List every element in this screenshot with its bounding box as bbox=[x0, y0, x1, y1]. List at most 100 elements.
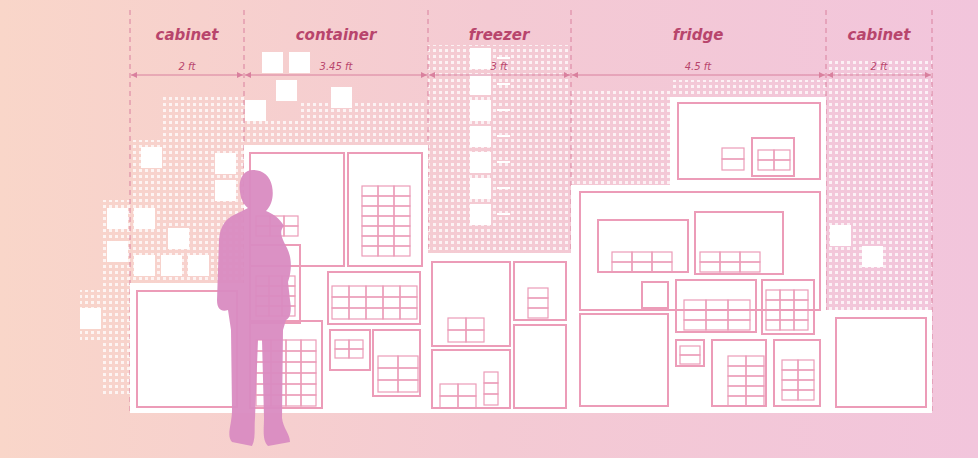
crate bbox=[286, 373, 301, 384]
dimension-arrowhead bbox=[237, 72, 243, 78]
column-heading: container bbox=[296, 28, 377, 43]
crate bbox=[378, 356, 398, 368]
person-silhouette bbox=[217, 170, 291, 446]
crate bbox=[383, 297, 400, 308]
crate bbox=[758, 160, 774, 170]
dimension-arrowhead bbox=[131, 72, 137, 78]
crate bbox=[706, 310, 728, 320]
crate bbox=[766, 290, 780, 300]
crate bbox=[740, 252, 760, 262]
crate bbox=[794, 310, 808, 320]
storage-compartment bbox=[514, 262, 566, 320]
crate bbox=[332, 308, 349, 319]
dot-texture bbox=[826, 60, 932, 310]
crate bbox=[728, 356, 746, 366]
crate bbox=[722, 148, 744, 159]
dimension-arrowhead bbox=[245, 72, 251, 78]
crate bbox=[378, 380, 398, 392]
crate bbox=[286, 362, 301, 373]
crate bbox=[728, 396, 746, 406]
crate bbox=[301, 395, 316, 406]
crate bbox=[349, 297, 366, 308]
freezer-dash bbox=[497, 57, 510, 59]
floating-square bbox=[470, 100, 491, 121]
crate bbox=[398, 356, 418, 368]
storage-compartment bbox=[330, 330, 370, 370]
crate bbox=[335, 349, 349, 358]
crate bbox=[378, 216, 394, 226]
crate bbox=[782, 380, 798, 390]
storage-compartment bbox=[328, 272, 420, 324]
crate bbox=[332, 297, 349, 308]
crate bbox=[378, 236, 394, 246]
crate bbox=[400, 308, 417, 319]
crate bbox=[780, 320, 794, 330]
floating-square bbox=[134, 208, 155, 229]
dimension-arrowhead bbox=[131, 72, 931, 78]
crate bbox=[728, 386, 746, 396]
floating-square bbox=[215, 153, 236, 174]
crate bbox=[349, 340, 363, 349]
crate bbox=[728, 366, 746, 376]
storage-unit-body bbox=[826, 310, 932, 413]
dimension-label: 3.45 ft bbox=[320, 62, 353, 72]
crate bbox=[448, 318, 466, 330]
crate bbox=[798, 390, 814, 400]
crate bbox=[706, 300, 728, 310]
crate bbox=[766, 320, 780, 330]
crate bbox=[440, 396, 458, 408]
crate bbox=[728, 300, 750, 310]
freezer-dash bbox=[497, 213, 510, 215]
crate bbox=[780, 300, 794, 310]
crate bbox=[684, 310, 706, 320]
crate bbox=[349, 308, 366, 319]
dimension-arrowhead bbox=[572, 72, 578, 78]
freezer-dash bbox=[497, 135, 510, 137]
crate bbox=[528, 308, 548, 318]
crate bbox=[400, 297, 417, 308]
crate bbox=[528, 298, 548, 308]
storage-compartment bbox=[762, 280, 814, 334]
crate bbox=[680, 346, 700, 355]
storage-compartment bbox=[580, 314, 668, 406]
dot-texture bbox=[670, 80, 826, 97]
storage-compartment bbox=[676, 340, 704, 366]
crate bbox=[362, 236, 378, 246]
crate bbox=[780, 290, 794, 300]
storage-compartment bbox=[580, 192, 820, 310]
crate bbox=[484, 394, 498, 405]
crate bbox=[794, 320, 808, 330]
freezer-dash bbox=[497, 58, 510, 214]
floating-square bbox=[262, 52, 283, 73]
column-heading: cabinet bbox=[156, 28, 219, 43]
column-heading: fridge bbox=[673, 28, 724, 43]
crate bbox=[746, 356, 764, 366]
freezer-dash bbox=[497, 161, 510, 163]
crate bbox=[284, 226, 298, 236]
dimension-line bbox=[131, 75, 243, 76]
crate bbox=[466, 330, 484, 342]
dimension-arrowhead bbox=[827, 72, 833, 78]
floating-square bbox=[80, 308, 101, 329]
crate bbox=[466, 318, 484, 330]
storage-compartment bbox=[712, 340, 766, 406]
crate bbox=[794, 290, 808, 300]
crate bbox=[362, 206, 378, 216]
dot-texture bbox=[428, 45, 571, 253]
floating-square bbox=[470, 48, 491, 69]
crate bbox=[398, 368, 418, 380]
crate bbox=[746, 376, 764, 386]
floating-square bbox=[830, 225, 851, 246]
storage-compartment bbox=[678, 103, 820, 179]
crate bbox=[700, 262, 720, 272]
dimension-arrowhead bbox=[819, 72, 825, 78]
storage-compartment bbox=[432, 262, 510, 346]
crate bbox=[782, 370, 798, 380]
crate bbox=[394, 226, 410, 236]
crate bbox=[362, 246, 378, 256]
dot-texture bbox=[80, 290, 100, 340]
crate bbox=[728, 320, 750, 330]
floating-square bbox=[276, 80, 297, 101]
storage-compartment bbox=[598, 220, 688, 272]
crate bbox=[612, 252, 632, 262]
